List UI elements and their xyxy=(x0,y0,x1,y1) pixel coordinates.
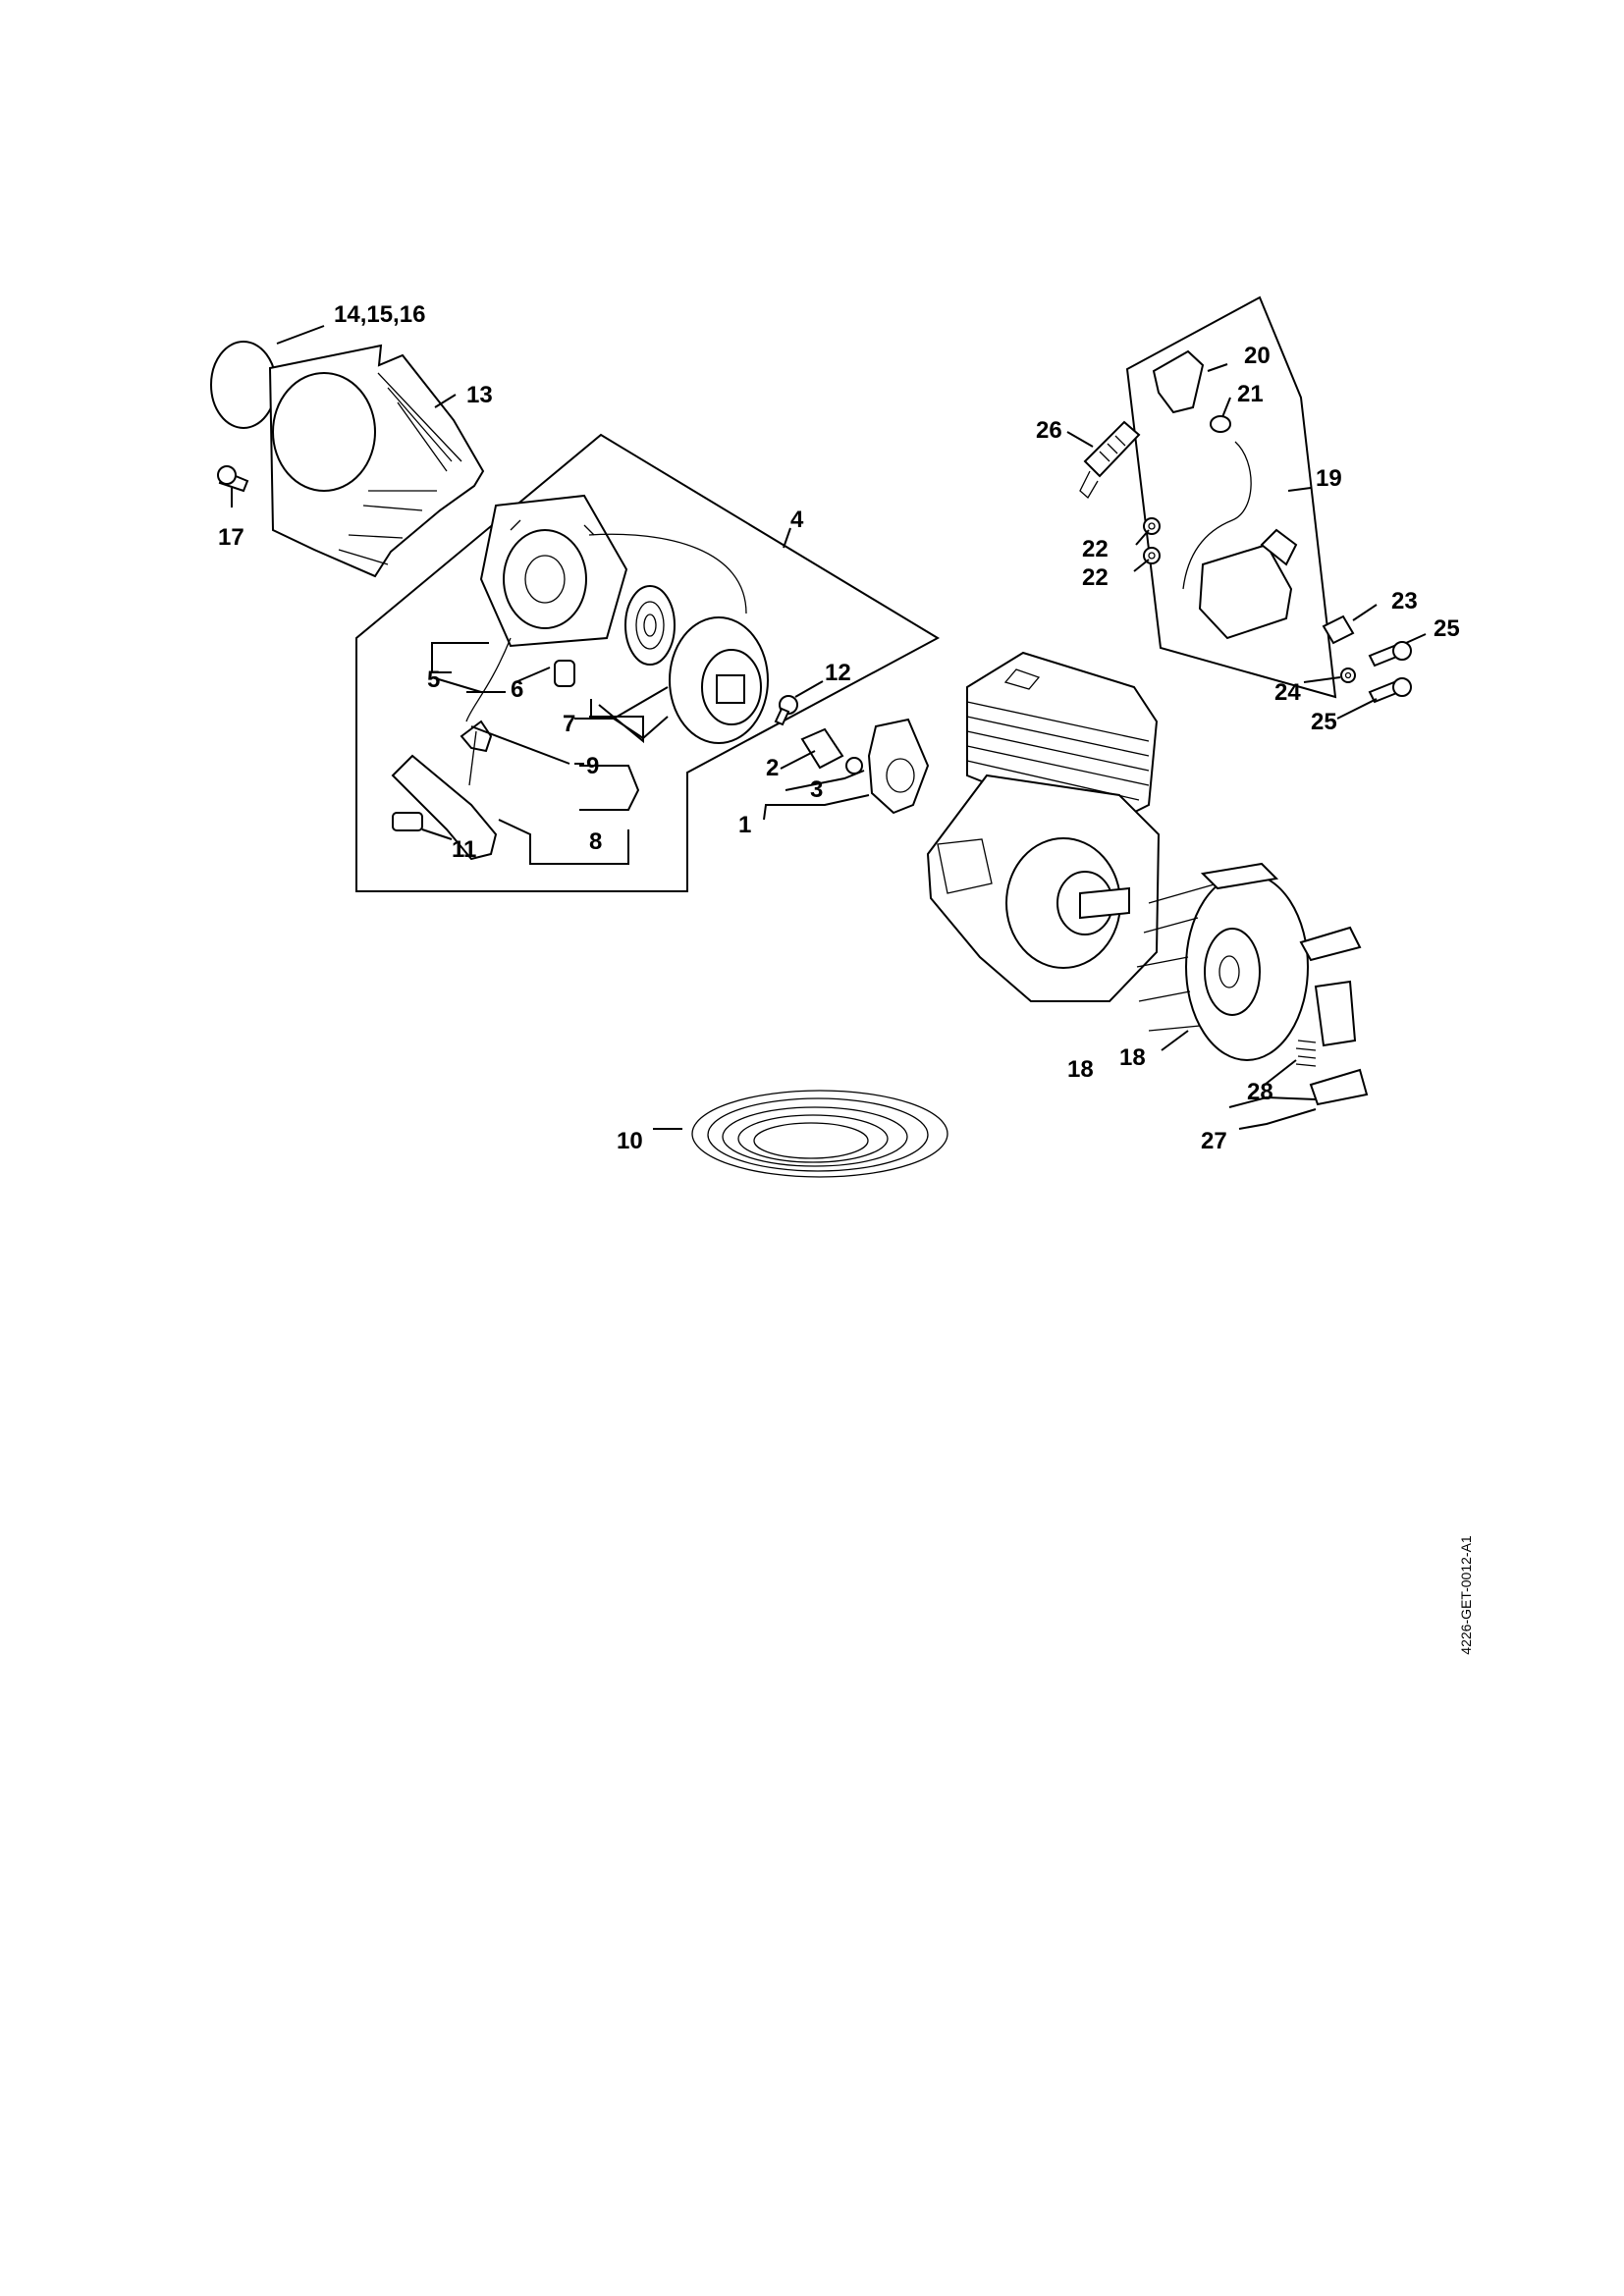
rewind-starter-box xyxy=(355,433,941,892)
leader-lines xyxy=(231,325,1427,1130)
label-22-upper: 22 xyxy=(1082,536,1109,562)
label-19: 19 xyxy=(1316,465,1342,492)
label-28: 28 xyxy=(1247,1079,1273,1105)
label-13: 13 xyxy=(466,382,493,408)
engine-block-drawing xyxy=(926,651,1161,1002)
flywheel-drawing xyxy=(1136,862,1369,1106)
document-id-text: 4226-GET-0012-A1 xyxy=(1458,1535,1474,1655)
label-26: 26 xyxy=(1036,417,1062,444)
label-18-left: 18 xyxy=(1067,1056,1094,1083)
label-25-lower: 25 xyxy=(1311,709,1337,735)
rewind-spring-coil-drawing xyxy=(691,1090,948,1178)
label-23: 23 xyxy=(1391,588,1418,614)
callout-labels: 14,15,16 13 17 4 5 6 7 12 9 8 11 2 3 1 2… xyxy=(218,301,1460,1154)
label-18-right: 18 xyxy=(1119,1044,1146,1071)
ignition-module-box xyxy=(1125,295,1337,699)
label-8: 8 xyxy=(589,828,602,855)
ignition-module-drawing xyxy=(1079,349,1298,640)
label-1: 1 xyxy=(738,812,751,838)
label-24: 24 xyxy=(1274,679,1301,706)
document-id: 4226-GET-0012-A1 xyxy=(1453,1497,1479,1693)
label-22-lower: 22 xyxy=(1082,564,1109,591)
label-3: 3 xyxy=(810,776,823,803)
label-27: 27 xyxy=(1201,1128,1227,1154)
control-parts-drawing xyxy=(800,718,930,815)
label-5: 5 xyxy=(427,667,440,693)
label-9: 9 xyxy=(586,753,599,779)
label-2: 2 xyxy=(766,755,779,781)
fan-housing-cover-drawing xyxy=(210,341,485,578)
label-14-15-16: 14,15,16 xyxy=(334,301,425,328)
fasteners-drawing xyxy=(1322,614,1412,704)
label-7: 7 xyxy=(563,711,575,737)
label-17: 17 xyxy=(218,524,244,551)
label-11: 11 xyxy=(452,836,476,863)
label-10: 10 xyxy=(617,1128,643,1154)
label-20: 20 xyxy=(1244,343,1271,369)
label-4: 4 xyxy=(790,507,804,533)
label-12: 12 xyxy=(825,660,851,686)
label-25-upper: 25 xyxy=(1434,615,1460,642)
label-21: 21 xyxy=(1237,381,1264,407)
label-6: 6 xyxy=(511,676,523,703)
rewind-starter-drawing xyxy=(391,494,798,861)
